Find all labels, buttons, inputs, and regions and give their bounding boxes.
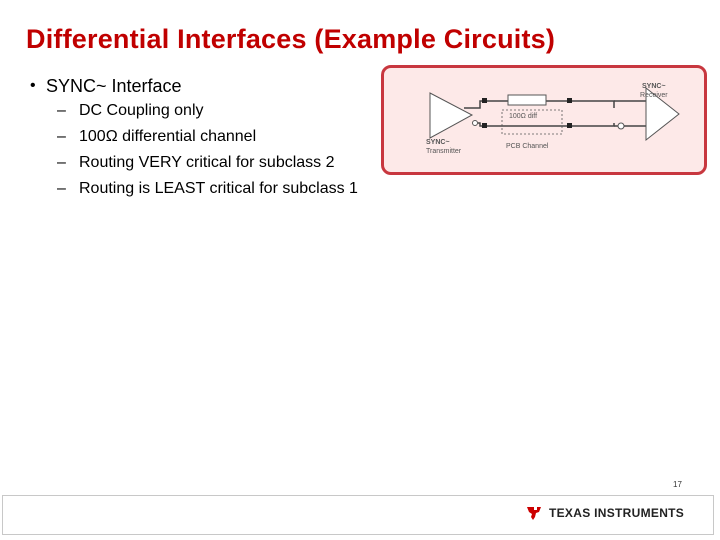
sub-bullet-text: 100Ω differential channel [79, 128, 257, 145]
receiver-label: SYNC~ [642, 83, 666, 90]
brand-name: TEXAS INSTRUMENTS [549, 506, 685, 520]
slide-title: Differential Interfaces (Example Circuit… [26, 24, 556, 54]
transmitter-label-2: Transmitter [426, 148, 462, 155]
sub-bullet-item: – Routing VERY critical for subclass 2 [57, 150, 390, 176]
junction-dot [567, 98, 572, 103]
top-trace [464, 100, 615, 109]
dash-icon: – [57, 180, 66, 197]
bullet-text: SYNC~ Interface [46, 75, 182, 96]
junction-dot [482, 98, 487, 103]
bullet-list: • SYNC~ Interface – DC Coupling only – 1… [30, 74, 390, 202]
circuit-diagram: 100Ω diff PCB Channel SYNC~ Transmitter … [381, 65, 707, 175]
ti-logo-icon [527, 507, 541, 520]
junction-dot [567, 123, 572, 128]
bullet-dot-icon: • [30, 77, 36, 94]
junction-dot [482, 123, 487, 128]
transmitter-buffer-icon [429, 92, 474, 139]
circuit-svg: 100Ω diff PCB Channel SYNC~ Transmitter … [426, 83, 680, 155]
channel-box [501, 109, 563, 135]
sub-bullet-item: – 100Ω differential channel [57, 124, 390, 150]
sub-bullet-text: Routing VERY critical for subclass 2 [79, 154, 335, 171]
sub-bullet-text: Routing is LEAST critical for subclass 1 [79, 180, 358, 197]
resistor-icon [507, 94, 547, 106]
inversion-bubble-icon [472, 120, 478, 126]
page-number: 17 [673, 480, 682, 489]
dash-icon: – [57, 154, 66, 171]
resistor-label: 100Ω diff [509, 113, 537, 120]
receiver-bubble-icon [617, 122, 625, 130]
footer-bar [2, 495, 714, 535]
channel-label: PCB Channel [506, 143, 549, 150]
sub-bullet-text: DC Coupling only [79, 102, 204, 119]
ti-logo: TEXAS INSTRUMENTS [525, 504, 684, 522]
dash-icon: – [57, 128, 66, 145]
receiver-label-2: Receiver [640, 92, 668, 99]
bullet-item: • SYNC~ Interface [30, 74, 390, 98]
transmitter-label: SYNC~ [426, 139, 450, 146]
sub-bullet-item: – DC Coupling only [57, 98, 390, 124]
receiver-buffer-icon [645, 86, 680, 142]
dash-icon: – [57, 102, 66, 119]
bottom-trace [478, 122, 615, 127]
sub-bullet-item: – Routing is LEAST critical for subclass… [57, 176, 390, 202]
